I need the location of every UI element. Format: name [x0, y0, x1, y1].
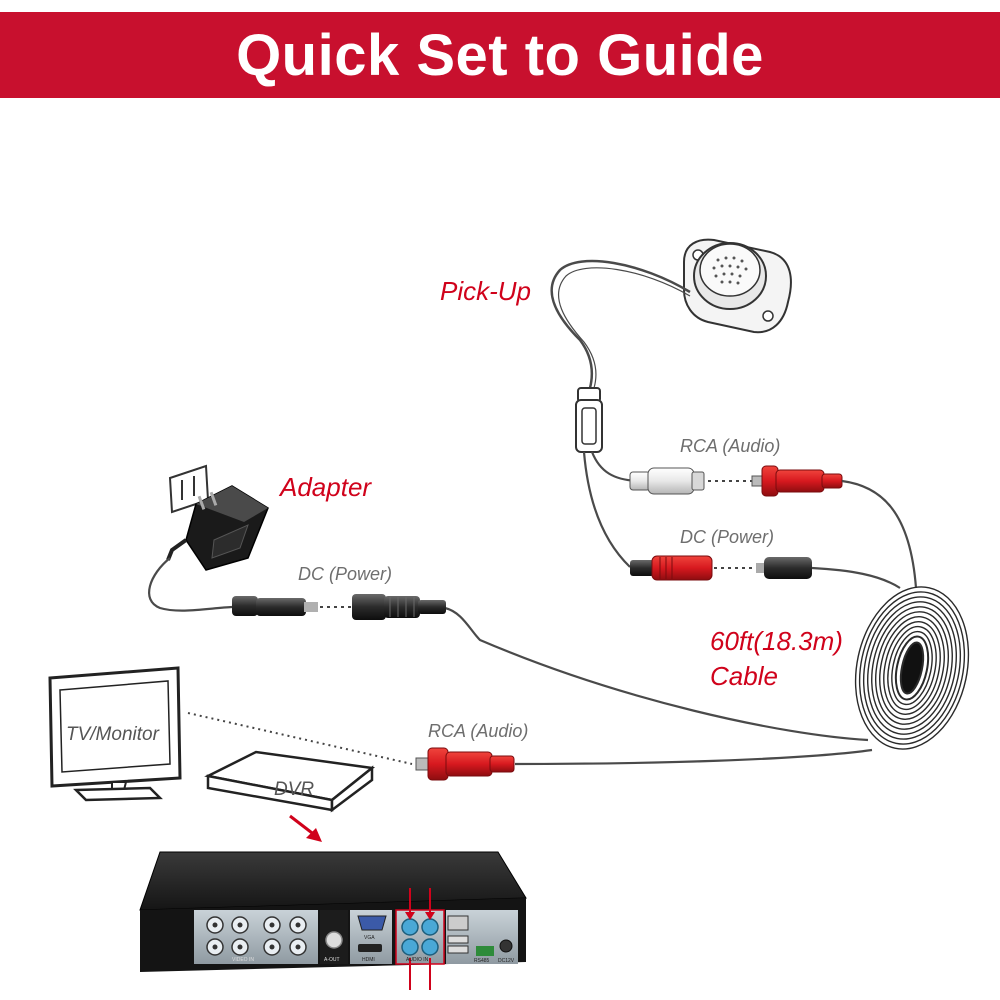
lan-port: [447, 915, 469, 931]
tv-monitor-label: TV/Monitor: [66, 724, 160, 745]
rs485-terminal: [476, 946, 494, 956]
usb-port: [447, 935, 469, 944]
cable-coil: [854, 586, 970, 750]
dvr-label: DVR: [274, 779, 314, 800]
rca-red-male-top: [751, 465, 843, 497]
audio-in-arrows: [409, 888, 431, 990]
dvr-box: [204, 750, 376, 813]
pickup-label: Pick-Up: [440, 276, 531, 306]
vga-port: [357, 915, 387, 931]
hdmi-port: [358, 944, 382, 952]
pickup-microphone: [683, 238, 792, 334]
cable-splitter: [575, 387, 603, 453]
dc-black-female-left: [352, 594, 446, 620]
adapter-label: Adapter: [278, 472, 372, 502]
dc-black-male-top: [756, 557, 812, 579]
dvr-rear-panel: [139, 851, 527, 972]
cable-length-label: 60ft(18.3m): [710, 626, 843, 656]
dc-red-female: [630, 555, 713, 581]
hdmi-label: HDMI: [362, 957, 375, 963]
cable-label: Cable: [710, 661, 778, 691]
dc-power-top-label: DC (Power): [680, 527, 774, 547]
dc12v-label: DC12V: [498, 958, 515, 964]
power-adapter: [166, 464, 269, 571]
page-title: Quick Set to Guide: [236, 22, 764, 88]
video-in-label: VIDEO IN: [232, 957, 254, 963]
vga-label: VGA: [364, 935, 375, 941]
rca-white-female: [629, 467, 705, 495]
dc12v-port: [499, 939, 513, 953]
rca-audio-top-label: RCA (Audio): [680, 436, 780, 456]
a-out-label: A-OUT: [324, 957, 340, 963]
title-banner: Quick Set to Guide: [0, 12, 1000, 98]
rca-red-male-bottom: [415, 747, 515, 781]
audio-in-label: AUDIO IN: [406, 957, 429, 963]
rs485-label: RS485: [474, 958, 490, 964]
dc-black-male-left: [232, 596, 318, 616]
mic-cable: [550, 259, 691, 389]
rca-audio-bottom-label: RCA (Audio): [428, 721, 528, 741]
arrow-down-icon: [289, 814, 322, 842]
tv-monitor: [48, 666, 182, 802]
a-out-port: [325, 931, 343, 949]
dc-power-left-label: DC (Power): [298, 564, 392, 584]
usb-port: [447, 945, 469, 954]
